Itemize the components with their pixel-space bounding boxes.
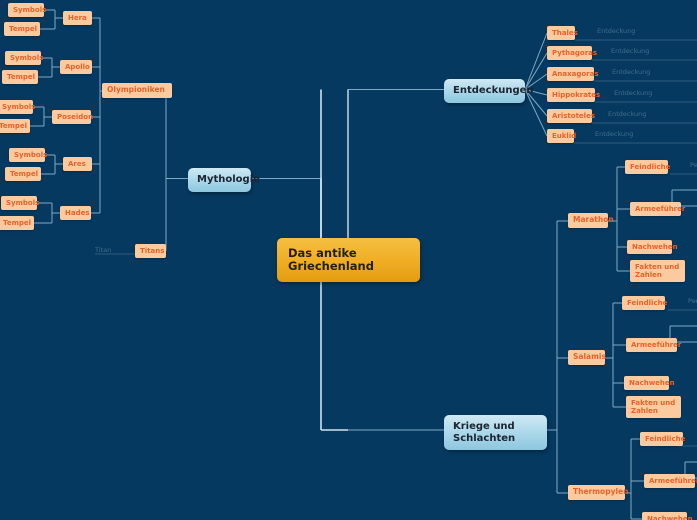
node-battle-topic-feindliche[interactable]: Feindliche	[622, 296, 667, 311]
node-god-attr-symbols[interactable]: Symbols	[8, 3, 46, 18]
node-god-attr-symbols[interactable]: Symbols	[9, 148, 47, 163]
node-battle-salamis[interactable]: Salamis	[568, 350, 606, 365]
node-battle-topic-armeeführer[interactable]: Armeeführer	[630, 202, 685, 217]
node-person-pythagoras[interactable]: Pythagoras	[547, 46, 597, 61]
node-god-attr-tempel[interactable]: Tempel	[2, 70, 38, 85]
node-battle-topic-armeeführer[interactable]: Armeeführer	[626, 338, 681, 353]
node-battle-topic-armeeführer[interactable]: Armeeführer	[644, 474, 697, 489]
node-person-thales[interactable]: Thales	[547, 26, 578, 41]
branch-kriege[interactable]: Kriege und Schlachten	[444, 415, 547, 450]
branch-mythologie[interactable]: Mythologie	[188, 168, 260, 192]
node-person-hippokrates[interactable]: Hippokrates	[547, 88, 600, 103]
node-person-anaxagoras[interactable]: Anaxagoras	[547, 67, 599, 82]
ghost-label-entdeckung: Entdeckung	[611, 47, 650, 55]
root-node[interactable]: Das antike Griechenland	[277, 238, 420, 283]
node-battle-topic-feindliche[interactable]: Feindliche	[640, 432, 685, 447]
ghost-label-perser: Perser	[688, 297, 697, 305]
node-god-apollo[interactable]: Apollo	[60, 60, 92, 75]
node-god-attr-symbols[interactable]: Symbols	[0, 100, 35, 115]
ghost-label-entdeckung: Entdeckung	[595, 130, 634, 138]
node-titans[interactable]: Titans	[135, 244, 166, 259]
ghost-label-entdeckung: Entdeckung	[608, 110, 647, 118]
node-battle-topic-nachwehen[interactable]: Nachwehen	[642, 512, 693, 520]
node-god-attr-tempel[interactable]: Tempel	[0, 216, 34, 231]
node-person-euklid[interactable]: Euklid	[547, 129, 576, 144]
node-battle-topic-fakten-und[interactable]: Fakten und Zahlen	[630, 260, 685, 283]
node-battle-topic-fakten-und[interactable]: Fakten und Zahlen	[626, 396, 681, 419]
node-battle-topic-nachwehen[interactable]: Nachwehen	[627, 240, 678, 255]
node-god-attr-symbols[interactable]: Symbols	[5, 51, 43, 66]
branch-entdeckungen[interactable]: Entdeckungen	[444, 79, 534, 103]
node-god-poseidon[interactable]: Poseidon	[52, 110, 93, 125]
node-god-attr-tempel[interactable]: Tempel	[5, 167, 41, 182]
ghost-label-titan: Titan	[95, 246, 112, 254]
node-god-hades[interactable]: Hades	[60, 206, 91, 221]
node-god-attr-tempel[interactable]: Tempel	[0, 119, 30, 134]
node-god-attr-tempel[interactable]: Tempel	[4, 22, 40, 37]
ghost-label-entdeckung: Entdeckung	[612, 68, 651, 76]
ghost-label-perser: Perser	[690, 161, 697, 169]
ghost-label-entdeckung: Entdeckung	[597, 27, 636, 35]
node-olympioniken[interactable]: Olympioniken	[102, 83, 172, 98]
node-battle-topic-nachwehen[interactable]: Nachwehen	[624, 376, 675, 391]
node-battle-topic-feindliche[interactable]: Feindliche	[625, 160, 670, 175]
ghost-label-entdeckung: Entdeckung	[614, 89, 653, 97]
node-god-hera[interactable]: Hera	[63, 11, 92, 26]
node-god-ares[interactable]: Ares	[63, 157, 92, 172]
node-person-aristoteles[interactable]: Aristoteles	[547, 109, 595, 124]
node-battle-marathon[interactable]: Marathon	[568, 213, 614, 228]
node-battle-thermopylen[interactable]: Thermopylen	[568, 485, 628, 500]
node-god-attr-symbols[interactable]: Symbols	[1, 196, 39, 211]
